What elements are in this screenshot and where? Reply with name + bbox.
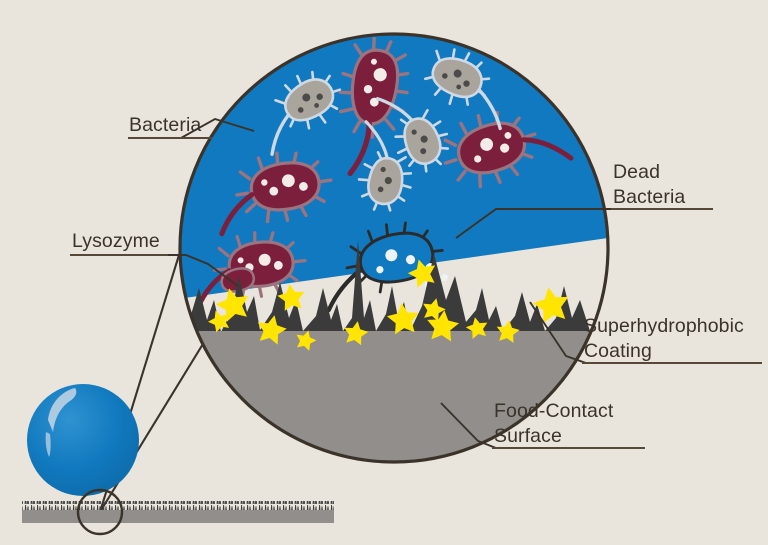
live-bacterium-flagellum — [521, 137, 574, 161]
live-bacterium — [443, 110, 574, 189]
droplet-inset — [22, 384, 334, 536]
dead-bacterium-tail — [270, 113, 291, 156]
label-dead-bacteria-line1[interactable]: Dead — [613, 161, 660, 183]
live-bacterium-body — [249, 161, 321, 212]
lysozyme-star — [407, 259, 436, 288]
label-food-contact-surface-line2[interactable]: Surface — [494, 425, 562, 447]
droplet-highlight-tail — [45, 432, 51, 457]
lysozyme-star — [423, 298, 446, 322]
live-bacterium — [220, 267, 256, 293]
substrate-strip — [22, 510, 334, 523]
lysozyme-star — [427, 310, 460, 342]
live-bacterium-flagellum — [347, 121, 372, 177]
label-superhydrophobic-coating-line2[interactable]: Coating — [584, 340, 652, 362]
cell-leak-bubble — [376, 266, 384, 274]
magnifier-border — [178, 32, 610, 464]
lysozyme-star — [215, 288, 249, 322]
cell-leak-bubble — [405, 255, 416, 265]
label-food-contact-surface-line1[interactable]: Food-Contact — [494, 400, 614, 422]
dead-bacterium — [424, 48, 502, 131]
live-bacterium-body — [220, 267, 256, 293]
lysozyme-star — [207, 310, 230, 333]
dead-bacterium-tail — [364, 120, 389, 160]
label-lysozyme[interactable]: Lysozyme — [72, 230, 160, 252]
dead-bacterium-tail — [477, 88, 502, 131]
droplet-highlight — [48, 388, 77, 432]
dead-bacterium — [357, 120, 413, 212]
live-bacterium-flagellum — [219, 192, 255, 237]
labels: Bacteria Lysozyme Dead Bacteria Superhyd… — [72, 114, 744, 447]
lysozyme-group — [207, 259, 569, 351]
substrate-texture — [22, 501, 334, 510]
dead-bacterium — [270, 70, 342, 156]
lysozyme-star — [344, 321, 369, 346]
lysed-bacterium — [326, 221, 448, 313]
label-bacteria[interactable]: Bacteria — [129, 114, 201, 136]
lysozyme-star — [532, 287, 569, 323]
label-superhydrophobic-coating-line1[interactable]: Superhydrophobic — [584, 315, 744, 337]
focus-ring — [76, 488, 124, 536]
magnifier-view — [178, 32, 610, 464]
lysozyme-star — [257, 315, 287, 345]
live-bacterium — [219, 151, 333, 237]
superhydrophobic-coating-spikes — [180, 240, 608, 340]
lysozyme-star — [296, 330, 317, 351]
lysozyme-star — [277, 284, 305, 311]
dead-bacterium — [375, 97, 450, 173]
dead-bacterium-tail — [375, 97, 414, 122]
lysozyme-star — [386, 303, 419, 335]
label-underlines — [70, 137, 762, 449]
dead-bacterium-body — [431, 57, 483, 99]
lysozyme-star — [465, 317, 488, 339]
lysozyme-star — [496, 320, 520, 343]
label-dead-bacteria-line2[interactable]: Bacteria — [613, 186, 685, 208]
water-droplet — [27, 384, 139, 496]
cell-leak-bubble — [441, 274, 448, 281]
cell-leak-bubble — [385, 249, 398, 262]
